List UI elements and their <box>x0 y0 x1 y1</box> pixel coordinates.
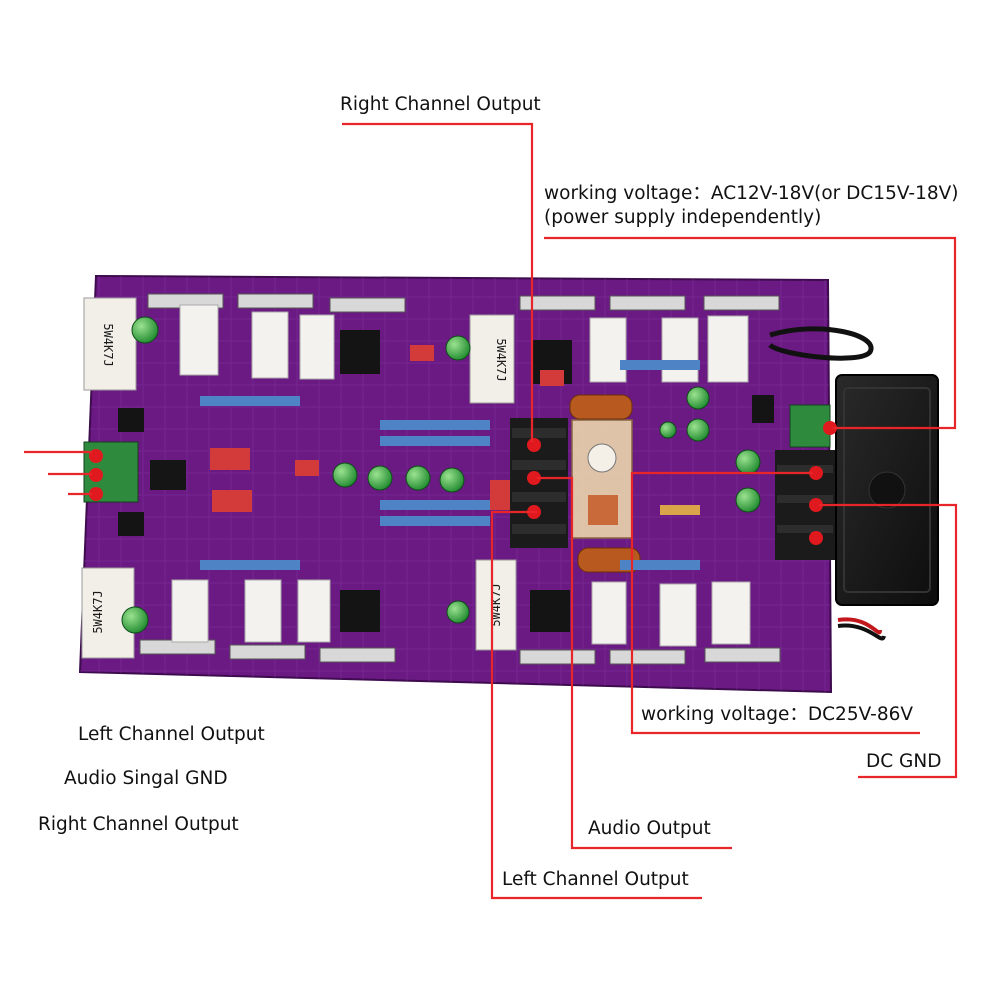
ac-terminal-block <box>789 404 837 448</box>
line-working-voltage-dc <box>630 471 920 735</box>
marker-dc-extra <box>809 531 823 545</box>
resistor-code-top-left: 5W4K7J <box>101 323 115 366</box>
center-heatsink <box>510 418 568 548</box>
callout-lines <box>24 122 958 900</box>
input-pin-2 <box>89 468 103 482</box>
marker-dc-voltage <box>809 466 823 480</box>
label-left-channel-output-bottom: Left Channel Output <box>502 869 689 890</box>
marker-audio-out <box>527 471 541 485</box>
fan-ground-wire <box>837 623 886 641</box>
fan-power-wire <box>837 617 882 635</box>
power-resistors: 5W4K7J 5W4K7J 5W4K7J 5W4K7J <box>81 297 751 659</box>
marker-dc-gnd <box>809 498 823 512</box>
label-audio-signal-gnd: Audio Singal GND <box>64 768 228 789</box>
input-terminal-block <box>83 441 139 503</box>
resistor-code-top-center: 5W4K7J <box>494 338 508 381</box>
line-right-channel-output-top <box>342 122 534 442</box>
fan-hub <box>868 471 906 509</box>
label-working-voltage-dc: working voltage：DC25V-86V <box>641 704 914 725</box>
label-working-voltage-ac-line2: (power supply independently) <box>544 207 822 228</box>
label-right-channel-output-left: Right Channel Output <box>38 814 239 835</box>
input-pin-1 <box>89 449 103 463</box>
label-audio-output: Audio Output <box>588 818 711 839</box>
marker-right-out <box>527 438 541 452</box>
ac-pin <box>823 421 837 435</box>
label-working-voltage-ac-line1: working voltage：AC12V-18V(or DC15V-18V) <box>544 183 959 204</box>
capacitors <box>121 316 761 634</box>
label-right-channel-output-top: Right Channel Output <box>340 94 541 115</box>
resistor-code-bottom-left: 5W4K7J <box>91 590 105 633</box>
label-left-channel-output-left: Left Channel Output <box>78 724 265 745</box>
line-working-voltage-ac <box>544 236 957 430</box>
ac-input-wire <box>768 326 874 361</box>
callout-markers <box>527 438 823 545</box>
label-dc-gnd: DC GND <box>866 751 942 772</box>
input-pin-3 <box>89 487 103 501</box>
cooling-fan <box>768 326 939 641</box>
relay <box>571 419 633 539</box>
line-audio-output <box>537 476 732 850</box>
small-components <box>150 345 700 570</box>
line-dc-gnd <box>819 503 958 779</box>
transistors <box>118 330 774 632</box>
inductor-top <box>569 394 633 420</box>
fan-rim <box>843 387 931 593</box>
bottom-connector-row <box>139 639 781 665</box>
line-left-channel-output-bottom <box>490 510 702 900</box>
